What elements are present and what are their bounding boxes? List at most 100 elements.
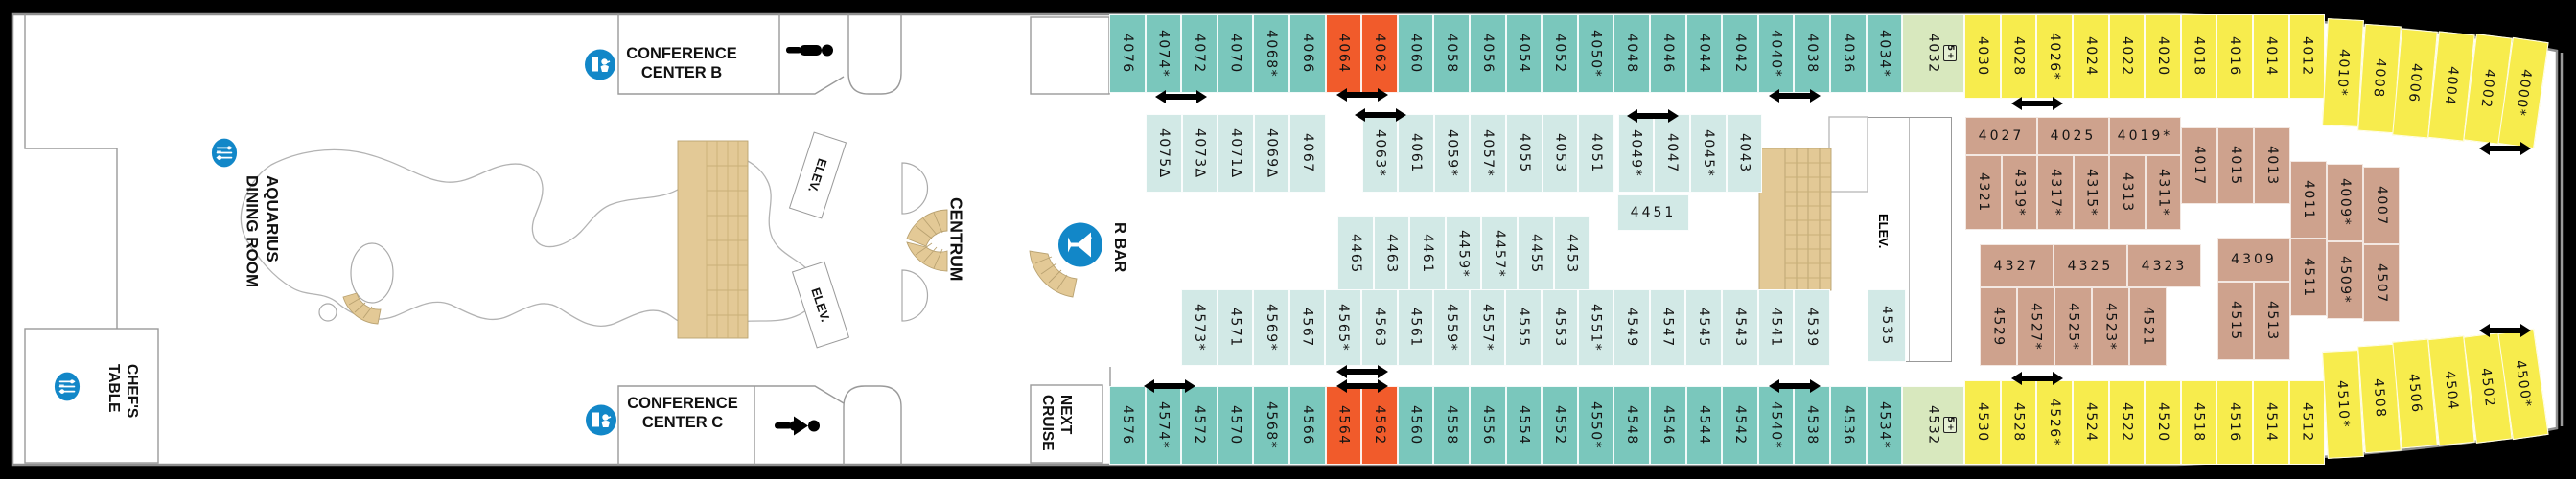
cabin-4572[interactable]: 4572 xyxy=(1181,386,1218,465)
cabin-4327[interactable]: 4327 xyxy=(1980,244,2054,287)
cabin-4075[interactable]: 4075∆ xyxy=(1146,114,1182,193)
cabin-4562[interactable]: 4562 xyxy=(1361,386,1398,465)
cabin-4567[interactable]: 4567 xyxy=(1288,289,1326,366)
cabin-4513[interactable]: 4513 xyxy=(2254,282,2290,360)
cabin-4523[interactable]: 4523* xyxy=(2092,287,2129,366)
cabin-4518[interactable]: 4518 xyxy=(2180,380,2217,465)
cabin-4529[interactable]: 4529 xyxy=(1980,287,2017,366)
cabin-4507[interactable]: 4507 xyxy=(2363,244,2400,322)
cabin-4560[interactable]: 4560 xyxy=(1397,386,1434,465)
cabin-4309[interactable]: 4309 xyxy=(2217,238,2290,282)
cabin-4535[interactable]: 4535 xyxy=(1868,289,1906,362)
cabin-4539[interactable]: 4539 xyxy=(1794,289,1830,366)
cabin-4463[interactable]: 4463 xyxy=(1373,216,1410,292)
cabin-4066[interactable]: 4066 xyxy=(1289,14,1326,93)
cabin-4516[interactable]: 4516 xyxy=(2216,380,2253,465)
cabin-4325[interactable]: 4325 xyxy=(2054,244,2127,287)
cabin-4512[interactable]: 4512 xyxy=(2288,380,2326,465)
cabin-4045[interactable]: 4045* xyxy=(1690,114,1727,193)
cabin-4315[interactable]: 4315* xyxy=(2073,155,2109,230)
cabin-4541[interactable]: 4541 xyxy=(1757,289,1795,366)
cabin-4459[interactable]: 4459* xyxy=(1445,216,1482,292)
cabin-4317[interactable]: 4317* xyxy=(2037,155,2074,230)
cabin-4552[interactable]: 4552 xyxy=(1542,386,1578,465)
cabin-4007[interactable]: 4007 xyxy=(2363,167,2400,244)
cabin-4536[interactable]: 4536 xyxy=(1830,386,1867,465)
cabin-4573[interactable]: 4573* xyxy=(1181,289,1218,366)
cabin-4521[interactable]: 4521 xyxy=(2129,287,2167,366)
cabin-4511[interactable]: 4511 xyxy=(2290,239,2327,316)
cabin-4528[interactable]: 4528 xyxy=(2000,380,2037,465)
cabin-4027[interactable]: 4027 xyxy=(1965,117,2037,155)
cabin-4030[interactable]: 4030 xyxy=(1964,14,2001,99)
cabin-4514[interactable]: 4514 xyxy=(2253,380,2289,465)
cabin-4017[interactable]: 4017 xyxy=(2181,127,2217,204)
cabin-4053[interactable]: 4053 xyxy=(1542,114,1579,193)
cabin-4566[interactable]: 4566 xyxy=(1289,386,1326,465)
cabin-4057[interactable]: 4057* xyxy=(1470,114,1506,193)
cabin-4319[interactable]: 4319* xyxy=(2001,155,2037,230)
cabin-4574[interactable]: 4574* xyxy=(1145,386,1182,465)
cabin-4565[interactable]: 4565* xyxy=(1325,289,1361,366)
cabin-4038[interactable]: 4038 xyxy=(1794,14,1830,93)
cabin-4559[interactable]: 4559* xyxy=(1433,289,1470,366)
cabin-4061[interactable]: 4061 xyxy=(1398,114,1434,193)
cabin-4070[interactable]: 4070 xyxy=(1217,14,1254,93)
cabin-4527[interactable]: 4527* xyxy=(2017,287,2054,366)
cabin-4558[interactable]: 4558 xyxy=(1433,386,1470,465)
cabin-4548[interactable]: 4548 xyxy=(1613,386,1650,465)
cabin-4564[interactable]: 4564 xyxy=(1325,386,1362,465)
cabin-4561[interactable]: 4561 xyxy=(1397,289,1434,366)
cabin-4058[interactable]: 4058 xyxy=(1433,14,1470,93)
cabin-4522[interactable]: 4522 xyxy=(2108,380,2146,465)
cabin-4550[interactable]: 4550* xyxy=(1577,386,1614,465)
cabin-4547[interactable]: 4547 xyxy=(1649,289,1686,366)
cabin-4013[interactable]: 4013 xyxy=(2254,127,2290,204)
cabin-4542[interactable]: 4542 xyxy=(1722,386,1758,465)
cabin-4451[interactable]: 4451 xyxy=(1617,194,1689,231)
cabin-4323[interactable]: 4323 xyxy=(2127,244,2201,287)
cabin-4576[interactable]: 4576 xyxy=(1109,386,1146,465)
cabin-4570[interactable]: 4570 xyxy=(1217,386,1254,465)
cabin-4524[interactable]: 4524 xyxy=(2073,380,2109,465)
cabin-4545[interactable]: 4545 xyxy=(1685,289,1722,366)
cabin-4069[interactable]: 4069∆ xyxy=(1253,114,1290,193)
cabin-4569[interactable]: 4569* xyxy=(1253,289,1289,366)
cabin-4015[interactable]: 4015 xyxy=(2217,127,2254,204)
cabin-4461[interactable]: 4461 xyxy=(1409,216,1446,292)
cabin-4028[interactable]: 4028 xyxy=(2000,14,2037,99)
cabin-4019[interactable]: 4019* xyxy=(2109,117,2181,155)
cabin-4534[interactable]: 4534* xyxy=(1866,386,1903,465)
cabin-4311[interactable]: 4311* xyxy=(2145,155,2181,230)
cabin-4556[interactable]: 4556 xyxy=(1470,386,1506,465)
cabin-4026[interactable]: 4026* xyxy=(2036,14,2073,99)
cabin-4009[interactable]: 4009* xyxy=(2327,164,2363,241)
cabin-4074[interactable]: 4074* xyxy=(1145,14,1182,93)
cabin-4047[interactable]: 4047 xyxy=(1654,114,1690,193)
cabin-4012[interactable]: 4012 xyxy=(2288,14,2326,99)
cabin-4551[interactable]: 4551* xyxy=(1577,289,1614,366)
cabin-4553[interactable]: 4553 xyxy=(1542,289,1578,366)
cabin-4014[interactable]: 4014 xyxy=(2253,14,2289,99)
cabin-4072[interactable]: 4072 xyxy=(1181,14,1218,93)
cabin-4043[interactable]: 4043 xyxy=(1726,114,1763,193)
cabin-4546[interactable]: 4546 xyxy=(1650,386,1686,465)
cabin-4457[interactable]: 4457* xyxy=(1481,216,1518,292)
cabin-4525[interactable]: 4525* xyxy=(2054,287,2092,366)
cabin-4046[interactable]: 4046 xyxy=(1650,14,1686,93)
cabin-4056[interactable]: 4056 xyxy=(1470,14,1506,93)
cabin-4530[interactable]: 4530 xyxy=(1964,380,2001,465)
cabin-4526[interactable]: 4526* xyxy=(2036,380,2073,465)
cabin-4022[interactable]: 4022 xyxy=(2108,14,2146,99)
cabin-4064[interactable]: 4064 xyxy=(1325,14,1362,93)
cabin-4544[interactable]: 4544 xyxy=(1685,386,1723,465)
cabin-4321[interactable]: 4321 xyxy=(1965,155,2002,230)
cabin-4036[interactable]: 4036 xyxy=(1830,14,1867,93)
cabin-4453[interactable]: 4453 xyxy=(1553,216,1590,292)
cabin-4055[interactable]: 4055 xyxy=(1506,114,1543,193)
cabin-4024[interactable]: 4024 xyxy=(2073,14,2109,99)
cabin-4554[interactable]: 4554 xyxy=(1505,386,1543,465)
cabin-4068[interactable]: 4068* xyxy=(1253,14,1289,93)
